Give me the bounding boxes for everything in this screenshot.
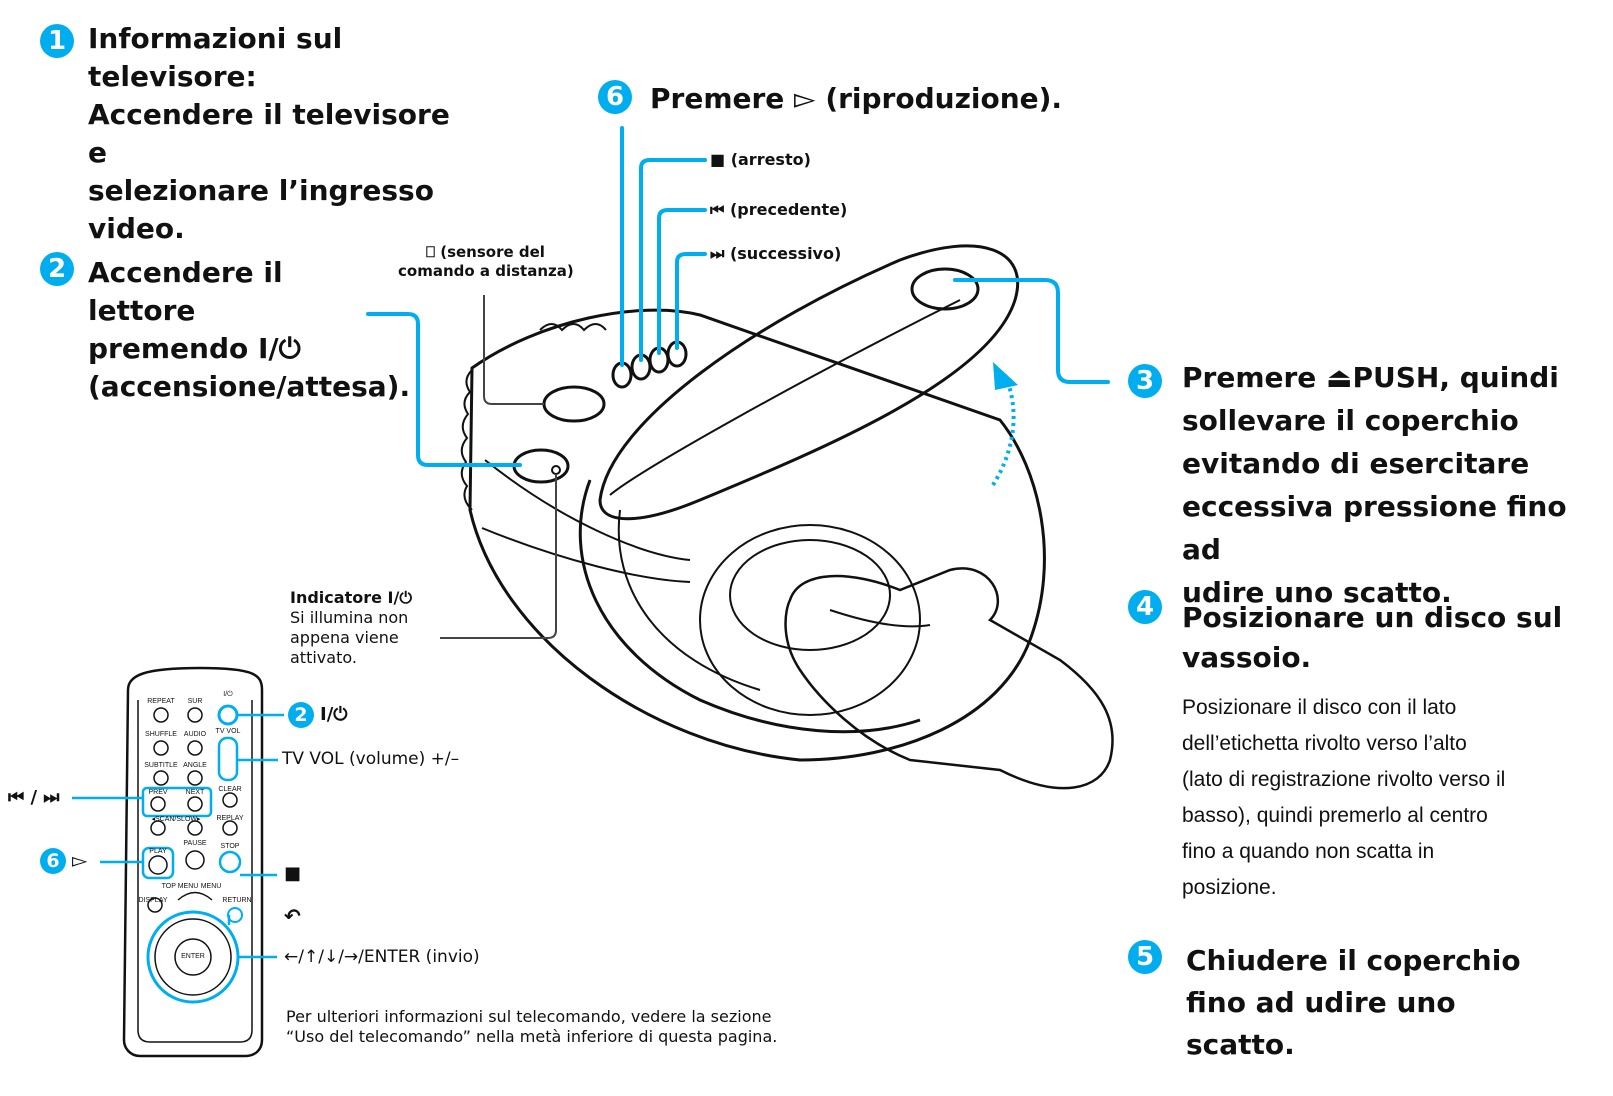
step5-line: scatto. — [1186, 1024, 1546, 1066]
step1-title: Informazioni sul televisore: Accendere i… — [88, 20, 468, 248]
leader-lines — [368, 128, 1108, 465]
step6-title: Premere ▻ (riproduzione). — [650, 80, 1090, 118]
footnote-line: Per ulteriori informazioni sul telecoman… — [286, 1007, 866, 1027]
callout-sensor: ⎕ (sensore del comando a distanza) — [398, 243, 618, 281]
step5-title: Chiudere il coperchio fino ad udire uno … — [1186, 940, 1546, 1066]
remote-label-angle: ANGLE — [180, 762, 210, 769]
step2-line: premendo I/⏻ — [88, 330, 388, 368]
step3-line: Premere ⏏PUSH, quindi — [1182, 356, 1602, 399]
remote-label-display: DISPLAY — [136, 897, 170, 904]
remote-label-pause: PAUSE — [180, 840, 210, 847]
disc-tray — [730, 540, 890, 650]
remote-label-return: RETURN — [220, 897, 254, 904]
remote-label-menu: MENU — [198, 883, 224, 890]
callout-sensor-line: comando a distanza) — [398, 262, 618, 281]
step4-body-line: basso), quindi premerlo al centro — [1182, 798, 1602, 834]
hand — [786, 568, 1113, 788]
step4-line: Posizionare un disco sul — [1182, 598, 1602, 638]
remote-label-power: I/⏻ — [216, 691, 240, 699]
remote-label-enter: ENTER — [176, 953, 210, 960]
callout-sensor-line: ⎕ (sensore del — [398, 243, 618, 262]
step3-badge: 3 — [1128, 364, 1162, 398]
remote-label-next: NEXT — [181, 789, 209, 796]
step3-title: Premere ⏏PUSH, quindi sollevare il coper… — [1182, 356, 1602, 614]
step2-badge: 2 — [40, 252, 74, 286]
remote-callout-play: ▻ — [72, 850, 87, 870]
remote-label-sur: SUR — [183, 698, 207, 705]
callout-indicator: Indicatore I/⏻ Si illumina non appena vi… — [290, 588, 440, 668]
player-lid — [600, 246, 1018, 519]
remote-play-badge: 6 — [40, 848, 66, 874]
remote-callout-power: I/⏻ — [320, 705, 348, 725]
footnote-line: “Uso del telecomando” nella metà inferio… — [286, 1027, 866, 1047]
step4-body-line: fino a quando non scatta in — [1182, 834, 1602, 870]
callout-indicator-line: Si illumina non — [290, 608, 440, 628]
remote-label-tv-vol: TV VOL — [213, 728, 243, 735]
footnote: Per ulteriori informazioni sul telecoman… — [286, 1007, 866, 1047]
lift-arrow — [993, 362, 1018, 485]
ir-sensor — [544, 387, 604, 421]
step4-body-line: dell’etichetta rivolto verso l’alto — [1182, 726, 1602, 762]
step3-line: evitando di esercitare — [1182, 442, 1602, 485]
step3-line: eccessiva pressione fino ad — [1182, 485, 1602, 571]
callout-indicator-title: Indicatore I/⏻ — [290, 588, 440, 608]
step4-body-line: Posizionare il disco con il lato — [1182, 690, 1602, 726]
step1-badge: 1 — [40, 24, 74, 58]
step4-body-line: (lato di registrazione rivolto verso il — [1182, 762, 1602, 798]
remote-label-subtitle: SUBTITLE — [140, 762, 182, 769]
power-indicator — [552, 466, 560, 474]
power-button — [514, 450, 568, 482]
remote-callout-skip: ⏮ / ⏭ — [8, 788, 60, 808]
step4-body-line: posizione. — [1182, 870, 1602, 906]
remote-label-replay: REPLAY — [213, 815, 247, 822]
remote-label-audio: AUDIO — [180, 731, 210, 738]
remote-body — [124, 668, 262, 1056]
step4-badge: 4 — [1128, 590, 1162, 624]
remote-callout-return: ↶ — [284, 906, 301, 926]
step2-line: (accensione/attesa). — [88, 368, 388, 406]
step3-line: sollevare il coperchio — [1182, 399, 1602, 442]
remote-control — [124, 668, 262, 1056]
step1-line: Informazioni sul — [88, 20, 468, 58]
remote-label-play: PLAY — [144, 848, 172, 855]
remote-label-stop: STOP — [216, 843, 244, 850]
dvd-player-illustration — [462, 246, 1113, 788]
step5-line: fino ad udire uno — [1186, 982, 1546, 1024]
callout-indicator-line: appena viene — [290, 628, 440, 648]
remote-callout-stop: ■ — [284, 864, 301, 884]
step1-line: televisore: — [88, 58, 468, 96]
remote-callout-arrows: ←/↑/↓/→/ENTER (invio) — [284, 947, 480, 967]
step2-title: Accendere il lettore premendo I/⏻ (accen… — [88, 254, 388, 406]
step4-body: Posizionare il disco con il lato dell’et… — [1182, 690, 1602, 906]
push-button — [912, 269, 978, 309]
remote-label-repeat: REPEAT — [144, 698, 178, 705]
step5-badge: 5 — [1128, 940, 1162, 974]
step1-line: Accendere il televisore e — [88, 96, 468, 172]
step4-title: Posizionare un disco sul vassoio. — [1182, 598, 1602, 678]
remote-callout-tv-vol: TV VOL (volume) +/– — [282, 749, 459, 769]
remote-label-scan-slow: ◂SCAN/SLOW▸ — [146, 815, 206, 823]
remote-power-badge: 2 — [288, 702, 314, 728]
step2-line: Accendere il lettore — [88, 254, 388, 330]
remote-power-button — [219, 706, 237, 724]
remote-stop-button — [220, 852, 240, 872]
callout-indicator-line: attivato. — [290, 648, 440, 668]
callout-next: ⏭ (successivo) — [710, 244, 841, 264]
step4-line: vassoio. — [1182, 638, 1602, 678]
step6-badge: 6 — [598, 80, 632, 114]
step5-line: Chiudere il coperchio — [1186, 940, 1546, 982]
remote-tv-vol — [219, 738, 237, 780]
callout-prev: ⏮ (precedente) — [710, 200, 847, 220]
remote-label-shuffle: SHUFFLE — [140, 731, 182, 738]
remote-label-clear: CLEAR — [214, 786, 246, 793]
callout-stop: ■ (arresto) — [710, 150, 811, 170]
remote-label-top-menu: TOP MENU — [160, 883, 200, 890]
step1-line: selezionare l’ingresso — [88, 172, 468, 210]
remote-label-prev: PREV — [144, 789, 172, 796]
